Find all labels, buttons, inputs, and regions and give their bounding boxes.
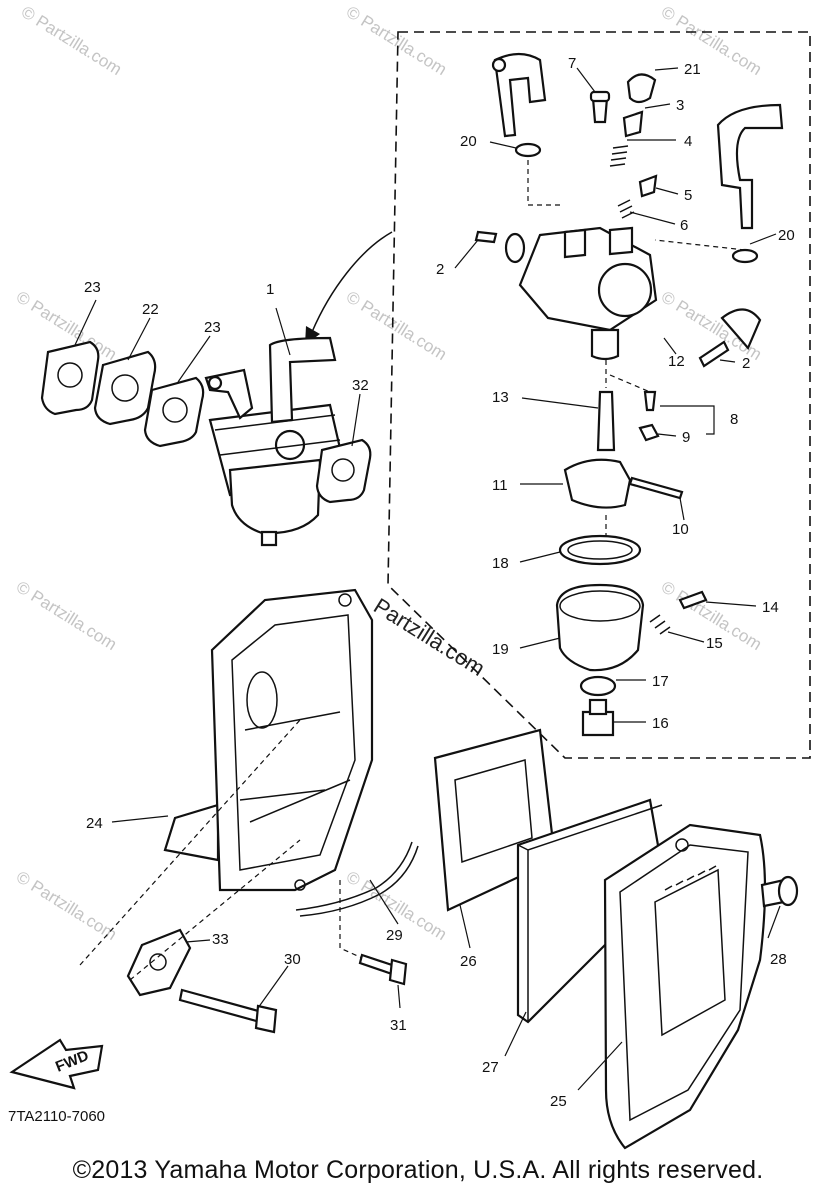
- watermark: © Partzilla.com: [658, 2, 765, 79]
- callout-20: 20: [778, 227, 795, 244]
- callout-27: 27: [482, 1059, 499, 1076]
- filter-cover: [603, 823, 767, 1150]
- callout-32: 32: [352, 377, 369, 394]
- watermark: © Partzilla.com: [343, 2, 450, 79]
- callout-23: 23: [84, 279, 101, 296]
- callout-6: 6: [680, 217, 688, 234]
- callout-18: 18: [492, 555, 509, 572]
- callout-17: 17: [652, 673, 669, 690]
- watermark: © Partzilla.com: [18, 2, 125, 79]
- exploded-view-boundary: [387, 31, 811, 759]
- callout-9: 9: [682, 429, 690, 446]
- callout-30: 30: [284, 951, 301, 968]
- watermark: © Partzilla.com: [13, 577, 120, 654]
- diagram-code: 7TA2110-7060: [8, 1108, 106, 1125]
- callout-24: 24: [86, 815, 103, 832]
- callout-2: 2: [436, 261, 444, 278]
- callout-14: 14: [762, 599, 779, 616]
- callout-22: 22: [142, 301, 159, 318]
- callout-12: 12: [668, 353, 685, 370]
- fwd-arrow-icon: FWD: [9, 1038, 104, 1090]
- callout-23: 23: [204, 319, 221, 336]
- callout-13: 13: [492, 389, 509, 406]
- callout-11: 11: [492, 477, 508, 494]
- long-bolt: [178, 988, 264, 1024]
- callout-15: 15: [706, 635, 723, 652]
- callout-20: 20: [460, 133, 477, 150]
- exploded-parts: [474, 52, 784, 737]
- callout-25: 25: [550, 1093, 567, 1110]
- watermark: © Partzilla.com: [13, 867, 120, 944]
- callout-21: 21: [684, 61, 701, 78]
- air-filter-case: [163, 588, 419, 917]
- callout-3: 3: [676, 97, 684, 114]
- short-bolt: [358, 953, 397, 976]
- watermarks: © Partzilla.com © Partzilla.com © Partzi…: [13, 2, 765, 944]
- callout-26: 26: [460, 953, 477, 970]
- callout-33: 33: [212, 931, 229, 948]
- callout-1: 1: [266, 281, 274, 298]
- intake-gaskets: [40, 340, 372, 504]
- callout-10: 10: [672, 521, 689, 538]
- carburetor-assembly: [204, 336, 347, 547]
- callout-31: 31: [390, 1017, 407, 1034]
- callout-numbers: 7 21 3 4 20 5 6 20 2 12 2 13 8 9 11 10 1…: [84, 55, 795, 1110]
- watermark: © Partzilla.com: [343, 287, 450, 364]
- callout-8: 8: [730, 411, 738, 428]
- callout-29: 29: [386, 927, 403, 944]
- callout-5: 5: [684, 187, 692, 204]
- callout-16: 16: [652, 715, 669, 732]
- watermark-center: Partzilla.com: [369, 593, 489, 681]
- callout-19: 19: [492, 641, 509, 658]
- elbow-gasket: [126, 928, 192, 997]
- leader-lines: [74, 67, 781, 1091]
- assembly-arrow: [311, 231, 393, 333]
- callout-4: 4: [684, 133, 692, 150]
- copyright-notice: ©2013 Yamaha Motor Corporation, U.S.A. A…: [72, 1156, 764, 1184]
- callout-7: 7: [568, 55, 576, 72]
- filter-element: [516, 798, 667, 1024]
- callout-2: 2: [742, 355, 750, 372]
- callout-28: 28: [770, 951, 787, 968]
